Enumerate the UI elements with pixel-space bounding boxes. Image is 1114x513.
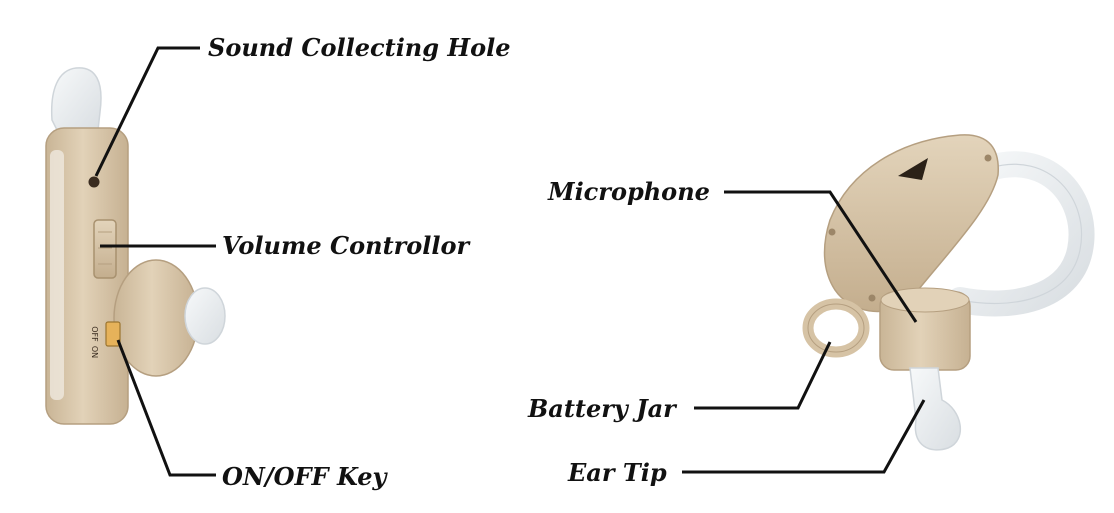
- leader-on-off: [116, 339, 216, 477]
- sound-collecting-hole-icon: [88, 176, 100, 188]
- label-battery-jar: Battery Jar: [528, 394, 676, 423]
- leader-sound-hole: [94, 46, 200, 177]
- label-ear-tip: Ear Tip: [568, 458, 667, 487]
- label-microphone: Microphone: [548, 177, 710, 206]
- switch-off-text: OFF: [90, 326, 99, 342]
- left-hearing-aid-side-view: OFF ON: [45, 67, 226, 425]
- leader-battery: [694, 341, 832, 410]
- left-ear-dome: [184, 287, 226, 345]
- switch-on-text: ON: [90, 346, 99, 358]
- label-sound-collecting-hole: Sound Collecting Hole: [208, 33, 511, 62]
- label-on-off-key: ON/OFF Key: [222, 462, 387, 491]
- label-volume-controllor: Volume Controllor: [222, 231, 470, 260]
- on-off-switch-icon: [105, 321, 121, 347]
- right-device-body: [823, 134, 999, 313]
- leader-lines: [94, 46, 926, 477]
- left-clear-hook: [50, 67, 102, 133]
- volume-marker-icon: [898, 158, 928, 180]
- right-hearing-aid-view: [802, 134, 1095, 451]
- volume-wheel-icon: [93, 219, 117, 279]
- leader-microphone: [724, 190, 918, 323]
- ear-tip-icon: [909, 367, 962, 451]
- left-body-inner-strip: [50, 150, 64, 400]
- leader-ear-tip: [682, 399, 926, 474]
